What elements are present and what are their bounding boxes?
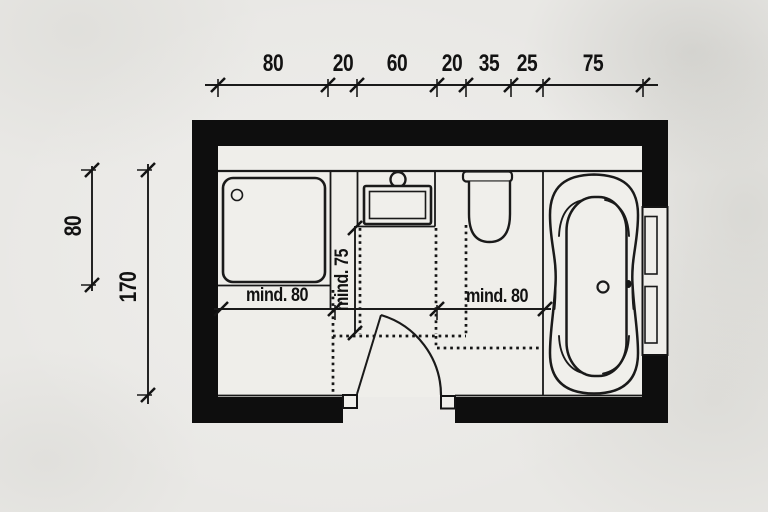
clearance-label-shower: mind. 80 (245, 285, 309, 306)
clearance-zones-dotted (331, 225, 541, 394)
wall-right-upper (642, 120, 668, 207)
washbasin-outline (362, 184, 433, 226)
zone-lines (218, 169, 642, 397)
wall-radiator-niche (641, 206, 669, 356)
radiator-lower-cell (644, 285, 658, 344)
washbasin (362, 170, 433, 226)
dim-label-gap-2: 20 (441, 50, 463, 77)
radiator-upper-cell (644, 215, 658, 275)
shower-tray-outline (221, 176, 327, 284)
dimension-lines (81, 77, 658, 404)
dim-ticks-top (210, 77, 651, 97)
dim-ticks-basin-clearance (347, 220, 363, 341)
dim-ticks-room-depth (137, 162, 156, 403)
door-swing-arc (380, 313, 443, 396)
bathtub-outline (548, 173, 640, 395)
bathtub-drain-icon (596, 280, 610, 294)
wall-top (192, 120, 668, 146)
bathtub-accent-arcs (553, 199, 635, 375)
walls (192, 120, 669, 423)
bathtub-overflow-icon (625, 280, 632, 288)
door-jamb-left (342, 394, 358, 409)
dim-label-shower-width: 80 (262, 50, 284, 77)
toilet-cistern-outline (461, 170, 514, 183)
dim-label-basin-width: 60 (386, 50, 408, 77)
toilet-bowl-outline (467, 181, 512, 244)
shower-tray (221, 176, 327, 284)
wall-bottom-left (192, 397, 343, 423)
clearance-label-washbasin: mind. 75 (332, 248, 353, 312)
clearance-label-toilet: mind. 80 (465, 286, 529, 307)
door-jamb-right (440, 395, 456, 410)
dim-ticks-clearance (213, 301, 553, 320)
bathtub (548, 173, 640, 395)
door-leaf (356, 314, 382, 395)
dim-label-gap-1: 20 (332, 50, 354, 77)
dim-ticks-shower-depth (81, 162, 100, 293)
dim-label-bathtub-width: 75 (582, 50, 604, 77)
wall-bottom-right (455, 397, 668, 423)
shower-drain-icon (230, 188, 244, 202)
wall-left (192, 120, 218, 423)
dim-label-shower-depth: 80 (60, 215, 87, 237)
washbasin-inner-outline (368, 190, 427, 220)
dim-label-room-depth: 170 (115, 271, 142, 303)
toilet (461, 170, 514, 244)
door (356, 313, 443, 396)
niche-outline (641, 206, 669, 356)
dim-label-gap-3: 25 (516, 50, 538, 77)
dim-label-toilet-width: 35 (478, 50, 500, 77)
